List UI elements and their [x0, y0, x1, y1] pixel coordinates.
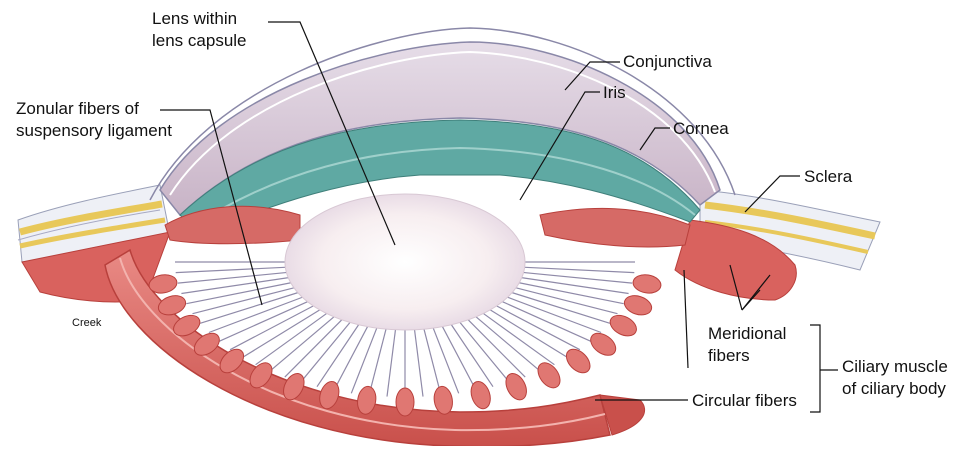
zonular-fiber [178, 272, 289, 283]
ciliary-process [502, 370, 531, 403]
zonular-fiber [520, 277, 629, 293]
zonular-fiber [414, 328, 423, 397]
label-creek: Creek [72, 317, 101, 330]
ciliary-process [396, 388, 414, 416]
label-ciliary-body: of ciliary body [842, 378, 946, 399]
label-conjunctiva: Conjunctiva [623, 51, 712, 72]
label-iris: Iris [603, 82, 626, 103]
label-cornea: Cornea [673, 118, 729, 139]
zonular-fiber [181, 277, 290, 293]
zonular-fiber [285, 318, 344, 377]
label-sclera: Sclera [804, 166, 852, 187]
ciliary-process [562, 345, 595, 378]
ciliary-process [622, 292, 654, 318]
zonular-fiber [186, 282, 292, 303]
zonular-fiber [334, 325, 369, 391]
zonular-fiber [176, 267, 288, 272]
ciliary-process [533, 359, 564, 392]
zonular-fiber [387, 328, 396, 397]
ciliary-process [632, 273, 662, 295]
zonular-fiber [517, 282, 624, 303]
ciliary-process [607, 311, 640, 340]
ciliary-process [468, 379, 494, 411]
zonular-fiber [506, 297, 601, 333]
zonular-fiber [522, 272, 633, 283]
label-meridional-fibers: fibers [708, 345, 750, 366]
label-meridional: Meridional [708, 323, 786, 344]
zonular-fiber [209, 297, 305, 333]
label-lens-capsule: lens capsule [152, 30, 247, 51]
label-circular-fibers: Circular fibers [692, 390, 797, 411]
label-suspensory-ligament: suspensory ligament [16, 120, 172, 141]
ciliary-process [587, 329, 620, 360]
zonular-fiber [467, 318, 526, 377]
label-ciliary-muscle: Ciliary muscle [842, 356, 948, 377]
label-lens-within: Lens within [152, 8, 237, 29]
zonular-fiber [369, 327, 387, 395]
lens [285, 194, 525, 330]
label-zonular-fibers: Zonular fibers of [16, 98, 139, 119]
zonular-fiber [442, 325, 477, 391]
zonular-fiber [424, 327, 442, 395]
zonular-fiber [523, 267, 635, 272]
zonular-fiber [351, 326, 377, 393]
zonular-fiber [433, 326, 459, 393]
